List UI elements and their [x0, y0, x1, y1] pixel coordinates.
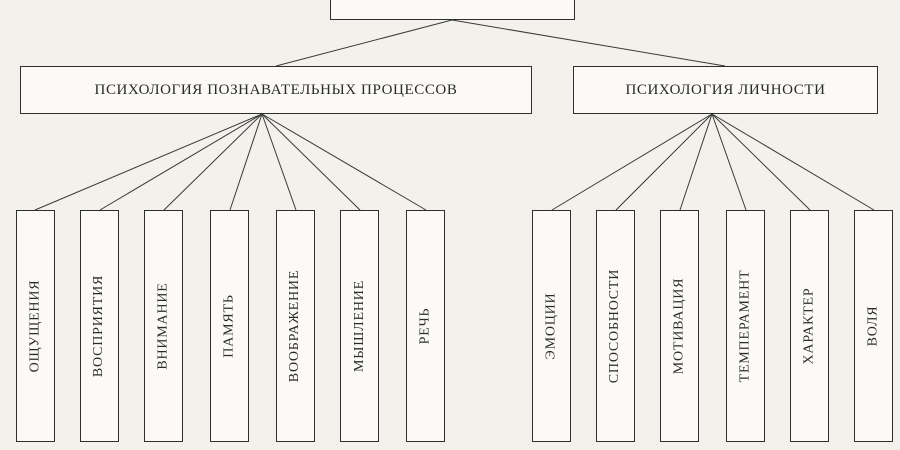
- leaf-box-motivation: МОТИВАЦИЯ: [660, 210, 699, 442]
- connector-personality-to-motivation: [679, 113, 713, 211]
- leaf-label-sensations: ОЩУЩЕНИЯ: [27, 279, 43, 373]
- connector-personality-to-character: [711, 113, 811, 211]
- connector-root-to-personality: [451, 19, 726, 67]
- leaf-box-imagination: ВООБРАЖЕНИЕ: [276, 210, 315, 442]
- connector-root-to-cognitive: [275, 19, 453, 67]
- leaf-label-motivation: МОТИВАЦИЯ: [671, 277, 687, 375]
- connector-cognitive-to-thinking: [261, 113, 361, 211]
- connector-cognitive-to-attention: [163, 113, 263, 211]
- leaf-box-will: ВОЛЯ: [854, 210, 893, 442]
- leaf-box-memory: ПАМЯТЬ: [210, 210, 249, 442]
- connector-cognitive-to-perceptions: [99, 113, 263, 211]
- connector-personality-to-temperament: [711, 113, 747, 211]
- leaf-label-will: ВОЛЯ: [865, 305, 881, 347]
- leaf-box-temperament: ТЕМПЕРАМЕНТ: [726, 210, 765, 442]
- connector-cognitive-to-memory: [229, 113, 263, 211]
- connector-personality-to-abilities: [615, 113, 713, 211]
- leaf-label-memory: ПАМЯТЬ: [221, 294, 237, 358]
- leaf-label-speech: РЕЧЬ: [417, 307, 433, 345]
- leaf-box-sensations: ОЩУЩЕНИЯ: [16, 210, 55, 442]
- leaf-label-temperament: ТЕМПЕРАМЕНТ: [737, 269, 753, 383]
- personality-label: ПСИХОЛОГИЯ ЛИЧНОСТИ: [625, 81, 826, 98]
- connector-personality-to-will: [711, 113, 875, 211]
- leaf-box-speech: РЕЧЬ: [406, 210, 445, 442]
- leaf-label-attention: ВНИМАНИЕ: [155, 282, 171, 370]
- leaf-label-thinking: МЫШЛЕНИЕ: [351, 280, 367, 372]
- leaf-label-imagination: ВООБРАЖЕНИЕ: [287, 269, 303, 383]
- leaf-box-emotions: ЭМОЦИИ: [532, 210, 571, 442]
- cognitive-processes-box: ПСИХОЛОГИЯ ПОЗНАВАТЕЛЬНЫХ ПРОЦЕССОВ: [20, 66, 532, 114]
- connector-cognitive-to-sensations: [34, 113, 263, 211]
- leaf-box-perceptions: ВОСПРИЯТИЯ: [80, 210, 119, 442]
- leaf-box-abilities: СПОСОБНОСТИ: [596, 210, 635, 442]
- root-box: [330, 0, 575, 20]
- leaf-label-perceptions: ВОСПРИЯТИЯ: [91, 274, 107, 378]
- cognitive-processes-label: ПСИХОЛОГИЯ ПОЗНАВАТЕЛЬНЫХ ПРОЦЕССОВ: [94, 81, 458, 98]
- connector-cognitive-to-imagination: [261, 113, 297, 211]
- connector-personality-to-emotions: [551, 113, 713, 211]
- leaf-box-character: ХАРАКТЕР: [790, 210, 829, 442]
- leaf-label-emotions: ЭМОЦИИ: [543, 292, 559, 360]
- personality-box: ПСИХОЛОГИЯ ЛИЧНОСТИ: [573, 66, 878, 114]
- leaf-label-character: ХАРАКТЕР: [801, 287, 817, 365]
- connector-cognitive-to-speech: [261, 113, 427, 211]
- leaf-label-abilities: СПОСОБНОСТИ: [607, 268, 623, 384]
- leaf-box-thinking: МЫШЛЕНИЕ: [340, 210, 379, 442]
- leaf-box-attention: ВНИМАНИЕ: [144, 210, 183, 442]
